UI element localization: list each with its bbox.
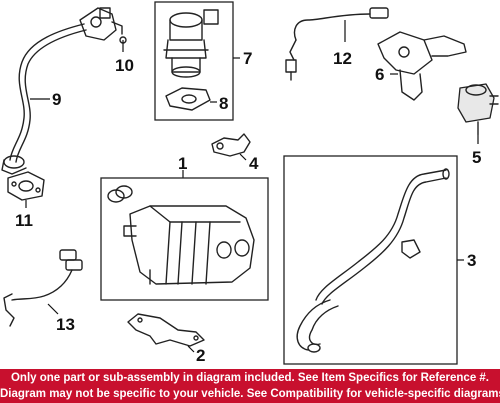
part-7-box — [154, 1, 234, 121]
callout-13: 13 — [56, 315, 75, 334]
callout-4: 4 — [249, 154, 259, 173]
disclaimer-line-1: Only one part or sub-assembly in diagram… — [10, 372, 490, 384]
callout-12: 12 — [333, 49, 352, 68]
callout-7: 7 — [243, 49, 252, 68]
part-1-box — [100, 177, 269, 301]
callout-5: 5 — [472, 148, 481, 167]
part-4-sensor — [211, 133, 251, 157]
part-13-harness — [3, 249, 83, 327]
part-7-egr-valve — [163, 9, 219, 78]
callout-8: 8 — [219, 94, 228, 113]
callout-2: 2 — [196, 346, 205, 365]
part-12-sensor — [285, 7, 389, 81]
disclaimer-line-2: Diagram may not be specific to your vehi… — [0, 388, 500, 400]
exploded-view-svg: 10 9 11 7 8 12 — [1, 1, 499, 365]
leader-2 — [187, 345, 195, 353]
part-5-solenoid — [457, 83, 499, 135]
leader-13 — [47, 303, 59, 315]
callout-1: 1 — [178, 154, 187, 173]
part-2-bracket — [127, 313, 205, 347]
callout-11: 11 — [15, 211, 33, 230]
part-10-bracket — [79, 7, 127, 44]
part-3-hose — [296, 168, 450, 353]
part-8-gasket — [165, 87, 211, 111]
callout-3: 3 — [467, 251, 476, 270]
leader-4 — [239, 153, 247, 161]
callout-10: 10 — [115, 56, 134, 75]
part-9-pipe — [1, 23, 87, 175]
disclaimer-banner: Only one part or sub-assembly in diagram… — [0, 369, 500, 403]
part-11-gasket — [7, 171, 45, 201]
callout-9: 9 — [52, 90, 61, 109]
callout-6: 6 — [375, 65, 384, 84]
part-6-bracket — [377, 31, 467, 101]
part-1-canister — [107, 185, 255, 285]
